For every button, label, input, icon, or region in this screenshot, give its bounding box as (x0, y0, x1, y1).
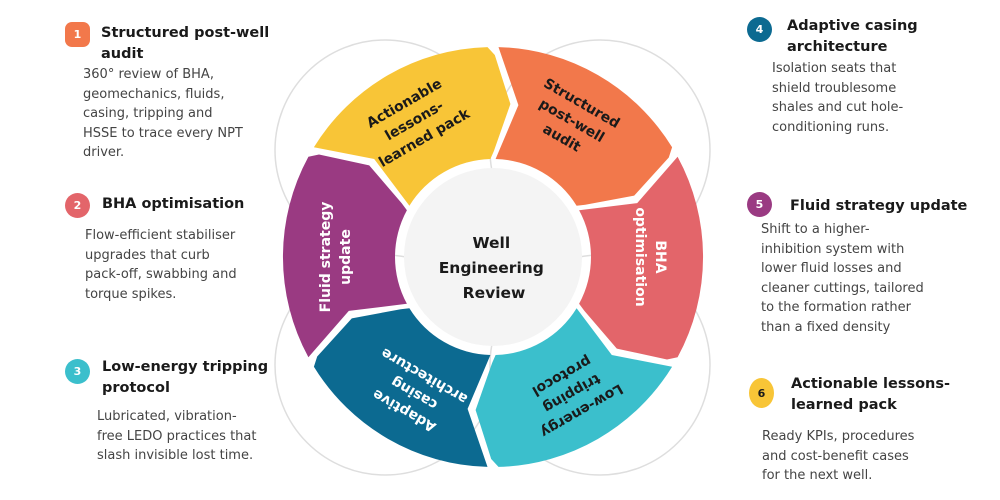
step-description-line: upgrades that curb (85, 247, 210, 263)
step-title-line: architecture (787, 39, 888, 55)
step-title-line: audit (101, 46, 144, 62)
step-title-line: Low-energy tripping (102, 359, 269, 375)
step-description-line: Isolation seats that (772, 61, 897, 76)
step-title-line: Adaptive casing (787, 18, 918, 34)
step-description: Shift to a higher-inhibition system with… (761, 220, 924, 337)
step-description-line: lower fluid losses and (761, 261, 902, 276)
wheel-segment-3 (475, 308, 673, 467)
step-description-line: geomechanics, fluids, (83, 86, 225, 102)
step-number-badge: 2 (65, 193, 90, 218)
step-description: Lubricated, vibration-free LEDO practice… (97, 407, 256, 466)
center-circle (404, 168, 582, 346)
wheel-segment-label-line: update (338, 229, 354, 285)
step-number-badge: 1 (65, 22, 90, 47)
step-description-line: free LEDO practices that (97, 428, 257, 444)
wheel-segment-4 (313, 308, 491, 467)
center-title-line: Well (472, 234, 510, 252)
step-title: Actionable lessons-learned pack (791, 374, 950, 416)
step-description-line: Shift to a higher- (761, 222, 870, 237)
wheel-segment-6 (313, 47, 511, 206)
step-title: Structured post-well audit (101, 23, 269, 65)
step-description: Isolation seats that shield troublesome sh… (772, 59, 903, 137)
step-description: Flow-efficient stabiliser upgrades that c… (85, 226, 237, 304)
step-title-line: Fluid strategy update (790, 198, 968, 214)
step-number-badge: 6 (749, 378, 774, 408)
step-description-line: Lubricated, vibration- (97, 409, 237, 424)
step-title: Fluid strategy update (790, 196, 967, 217)
step-title-line: protocol (102, 380, 170, 396)
step-description-line: HSSE to trace every NPT (83, 125, 243, 141)
step-title-line: BHA optimisation (102, 196, 245, 212)
wheel-segment-label-line: BHA (652, 240, 668, 273)
step-description: 360° review of BHA, geomechanics, fluids,… (83, 65, 243, 163)
step-description-line: conditioning runs. (772, 119, 890, 135)
step-description-line: slash invisible lost time. (97, 448, 254, 463)
step-title: Low-energy tripping protocol (102, 357, 268, 399)
step-description-line: 360° review of BHA, (83, 67, 214, 82)
step-description-line: for the next well. (762, 468, 873, 483)
step-description-line: casing, tripping and (83, 106, 213, 121)
step-description-line: shield troublesome (772, 80, 897, 96)
step-title-line: learned pack (791, 397, 897, 413)
wheel-segment-1 (495, 47, 673, 206)
center-title-line: Engineering (439, 259, 544, 277)
wheel-segment-2 (579, 156, 704, 360)
step-description-line: Ready KPIs, procedures (762, 429, 915, 444)
svg-text:Well Engineering Revie: Well Engineering Review (439, 234, 550, 302)
step-description-line: to the formation rather (761, 300, 911, 315)
step-description-line: and cost-benefit cases (762, 448, 909, 464)
step-description-line: torque spikes. (85, 286, 177, 302)
step-description-line: driver. (83, 145, 125, 160)
step-title: Adaptive casing architecture (787, 16, 918, 58)
step-description-line: pack-off, swabbing and (85, 267, 237, 282)
step-description-line: shales and cut hole- (772, 100, 904, 115)
center-title-line: Review (463, 284, 526, 302)
step-description-line: inhibition system with (761, 241, 905, 257)
step-description-line: than a fixed density (761, 319, 891, 335)
step-number-badge: 5 (747, 192, 772, 217)
step-title-line: Structured post-well (101, 25, 270, 41)
step-description-line: Flow-efficient stabiliser (85, 228, 236, 243)
wheel-segment-5 (282, 154, 407, 358)
wheel-segment-label-line: Fluid strategy (318, 202, 334, 313)
step-number-badge: 3 (65, 359, 90, 384)
step-description-line: cleaner cuttings, tailored (761, 280, 924, 296)
step-title-line: Actionable lessons- (791, 376, 951, 392)
step-description: Ready KPIs, procedures and cost-benefit c… (762, 427, 914, 486)
wheel-segment-label-line: optimisation (632, 207, 648, 306)
wheel-segment-label: BHAoptimisation (632, 207, 668, 306)
step-title: BHA optimisation (102, 194, 244, 215)
step-number-badge: 4 (747, 17, 772, 42)
